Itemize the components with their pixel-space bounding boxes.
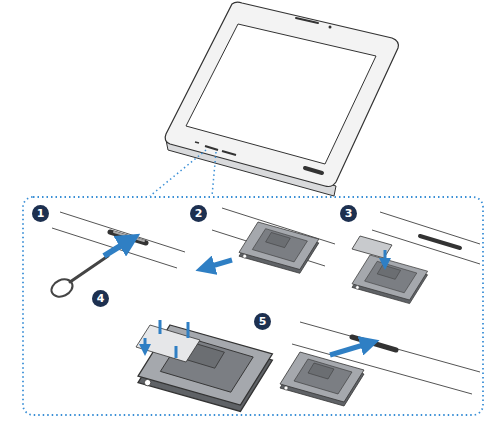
step-insert-tray: [280, 322, 480, 406]
zoom-line: [150, 150, 206, 196]
callout-number: 4: [92, 290, 109, 307]
zoom-line: [212, 152, 216, 196]
callout-number: 3: [340, 205, 357, 222]
callout-number: 1: [32, 205, 49, 222]
step-press-sim: [136, 320, 272, 411]
callout-number: 2: [190, 205, 207, 222]
step-eject: [49, 212, 185, 300]
phone: [165, 2, 398, 196]
step-pull-tray: [205, 208, 335, 273]
callout-number: 5: [254, 313, 271, 330]
step-place-sim: [352, 212, 480, 304]
detail-frame: [23, 197, 483, 415]
